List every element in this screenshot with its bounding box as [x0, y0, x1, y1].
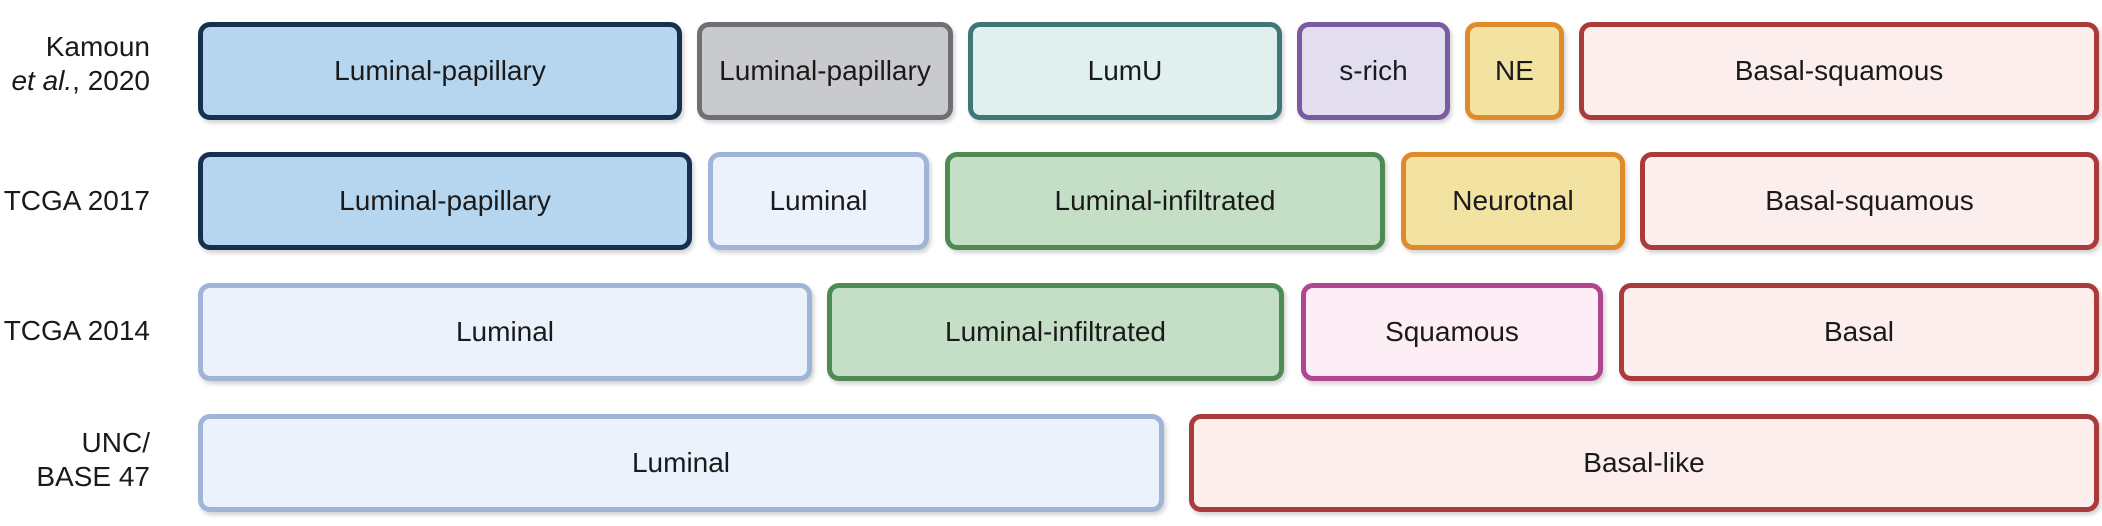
box-label: Basal	[1823, 316, 1895, 347]
row-label-line2: BASE 47	[36, 461, 150, 492]
row-label-text: TCGA 2017	[3, 185, 150, 216]
box-kamoun-basal-squamous: Basal-squamous	[1579, 22, 2099, 120]
row-label-line1: Kamoun	[45, 31, 150, 62]
box-kamoun-luminal-papillary: Luminal-papillary	[198, 22, 682, 120]
box-label: s-rich	[1339, 55, 1408, 86]
row-label-text: TCGA 2014	[3, 315, 150, 346]
box-label: Neurotnal	[1452, 185, 1574, 216]
box-label: LumU	[1087, 55, 1163, 86]
row-label-line2: et al., 2020	[0, 64, 150, 98]
box-kamoun-ne: NE	[1465, 22, 1564, 120]
box-label: Luminal-papillary	[339, 185, 551, 216]
box-label: Luminal-papillary	[334, 55, 546, 86]
box-kamoun-s-rich: s-rich	[1297, 22, 1450, 120]
box-label: Luminal	[455, 316, 555, 347]
box-label: Luminal	[769, 185, 868, 216]
row-label-unc-base47: UNC/ BASE 47	[0, 426, 150, 494]
row-label-tcga-2017: TCGA 2017	[0, 184, 150, 218]
box-label: Luminal-infiltrated	[1054, 185, 1276, 216]
box-tcga2017-neuronal: Neurotnal	[1401, 152, 1625, 250]
box-tcga2014-basal: Basal	[1619, 283, 2099, 381]
box-label: Luminal-papillary	[719, 55, 931, 86]
box-unc-luminal: Luminal	[198, 414, 1164, 512]
box-label: NE	[1495, 55, 1534, 86]
box-label: Basal-squamous	[1734, 55, 1944, 86]
box-tcga2014-squamous: Squamous	[1301, 283, 1603, 381]
box-tcga2014-luminal-infiltrated: Luminal-infiltrated	[827, 283, 1284, 381]
box-kamoun-lumu: LumU	[968, 22, 1282, 120]
box-unc-basal-like: Basal-like	[1189, 414, 2099, 512]
box-tcga2017-basal-squamous: Basal-squamous	[1640, 152, 2099, 250]
row-label-tcga-2014: TCGA 2014	[0, 314, 150, 348]
box-label: Luminal	[631, 447, 731, 478]
box-kamoun-luminal-papillary-grey: Luminal-papillary	[697, 22, 953, 120]
box-tcga2014-luminal: Luminal	[198, 283, 812, 381]
row-label-rest: , 2020	[72, 65, 150, 96]
row-label-italic: et al.	[11, 65, 73, 96]
box-label: Squamous	[1385, 316, 1519, 347]
row-label-kamoun: Kamoun et al., 2020	[0, 30, 150, 98]
box-tcga2017-luminal-infiltrated: Luminal-infiltrated	[945, 152, 1385, 250]
box-label: Basal-like	[1583, 447, 1705, 478]
box-tcga2017-luminal: Luminal	[708, 152, 929, 250]
row-label-line1: UNC/	[81, 427, 150, 458]
box-label: Luminal-infiltrated	[945, 316, 1166, 347]
box-label: Basal-squamous	[1765, 185, 1974, 216]
box-tcga2017-luminal-papillary: Luminal-papillary	[198, 152, 692, 250]
